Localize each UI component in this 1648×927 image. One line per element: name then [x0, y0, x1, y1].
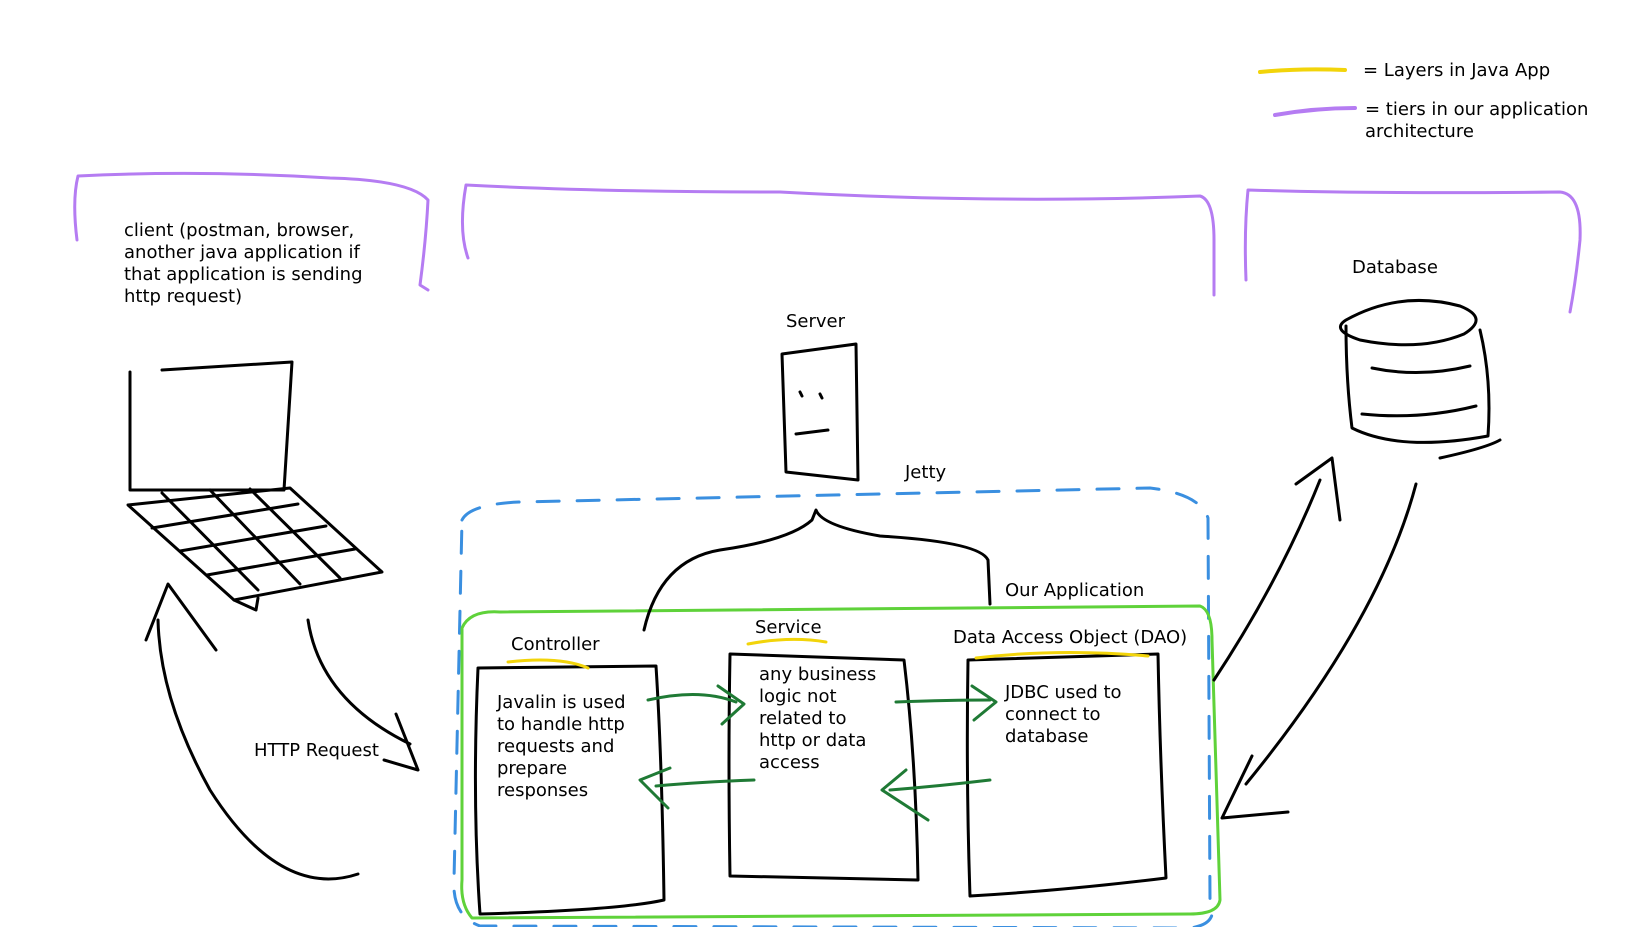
dao-to-service-arrowhead: [880, 768, 930, 822]
server-to-app-brace: [642, 508, 992, 632]
jetty-container: [452, 486, 1214, 927]
server-icon: [780, 342, 860, 482]
our-application-label: Our Application: [1005, 580, 1145, 601]
db-to-app-arrow: [1244, 482, 1418, 786]
controller-label: Controller: [511, 634, 600, 655]
database-tier-bracket: [1243, 188, 1582, 314]
dao-box: [965, 652, 1168, 898]
http-request-arrow: [306, 618, 412, 746]
service-box: [727, 652, 920, 882]
service-to-controller-arrowhead: [638, 766, 672, 810]
dao-layer-underline: [974, 650, 1150, 660]
app-to-db-arrow: [1212, 478, 1322, 682]
controller-layer-underline: [506, 658, 590, 670]
db-to-app-arrowhead: [1220, 754, 1290, 820]
legend-layer-swatch: [1258, 67, 1347, 74]
service-layer-underline: [746, 637, 828, 646]
server-tier-bracket: [460, 183, 1216, 297]
legend-tiers-label: = tiers in our application architecture: [1365, 99, 1589, 142]
flow-arrows: [638, 684, 998, 822]
app-to-db-arrowhead: [1294, 456, 1342, 522]
service-to-dao-arrowhead: [970, 684, 998, 722]
client-tier-bracket: [73, 171, 430, 292]
controller-description: Javalin is used to handle http requests …: [497, 692, 626, 801]
http-request-label: HTTP Request: [254, 740, 379, 761]
http-response-arrow: [156, 618, 360, 881]
service-to-dao-arrow: [894, 698, 992, 704]
server-label: Server: [786, 311, 846, 332]
jetty-label: Jetty: [905, 462, 947, 483]
controller-to-service-arrow: [646, 693, 738, 704]
service-description: any business logic not related to http o…: [759, 664, 877, 773]
our-application-container: [460, 604, 1222, 920]
legend-layers-label: = Layers in Java App: [1363, 60, 1551, 81]
laptop-icon: [126, 360, 384, 612]
dao-to-service-arrow: [888, 778, 992, 792]
database-label: Database: [1352, 257, 1438, 278]
db-arrows: [1212, 456, 1418, 820]
dao-description: JDBC used to connect to database: [1005, 682, 1122, 747]
http-request-arrowhead: [382, 712, 420, 772]
dao-label: Data Access Object (DAO): [953, 627, 1188, 648]
database-icon: [1338, 298, 1502, 460]
service-label: Service: [755, 617, 822, 638]
http-arrows: [144, 582, 420, 881]
client-label: client (postman, browser, another java a…: [124, 220, 363, 307]
controller-box: [473, 664, 666, 916]
legend-tier-swatch: [1273, 106, 1357, 117]
service-to-controller-arrow: [654, 778, 756, 788]
controller-to-service-arrowhead: [716, 684, 746, 726]
http-response-arrowhead: [144, 582, 218, 652]
